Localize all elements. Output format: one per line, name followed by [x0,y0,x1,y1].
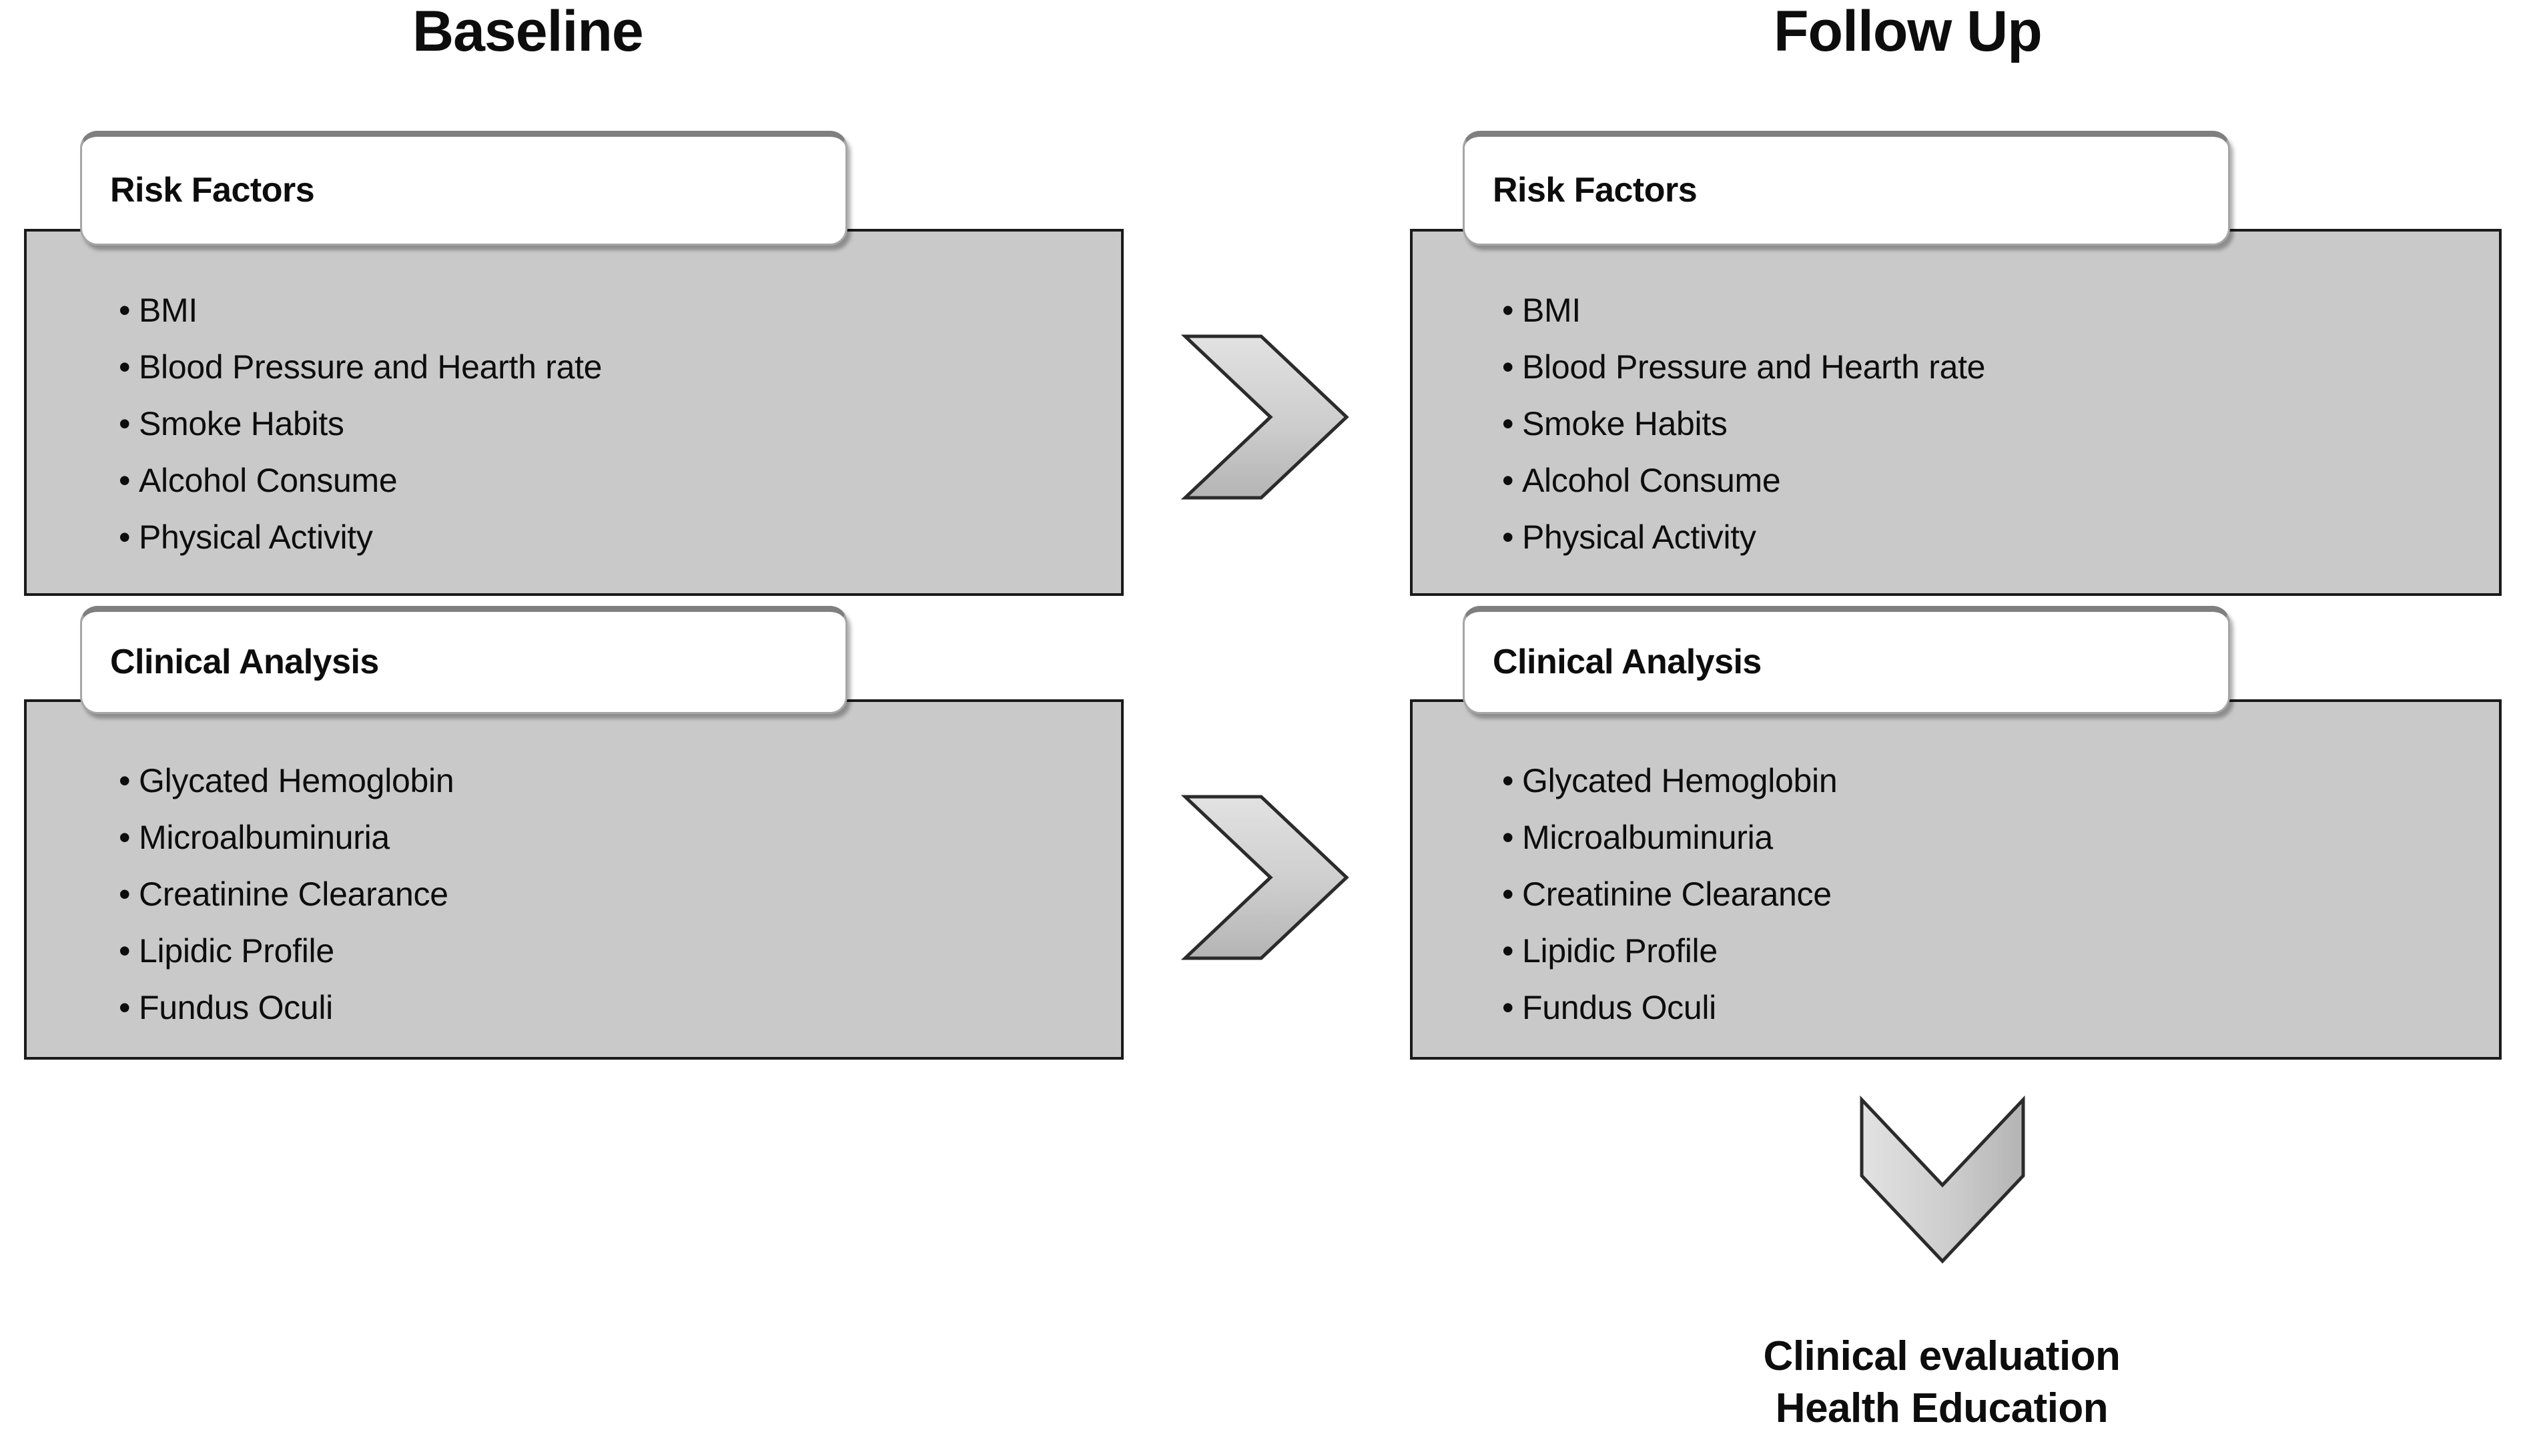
right-chevron-arrow-icon [1180,794,1349,961]
bullet-list-followup-clinical-analysis: Glycated Hemoglobin Microalbuminuria Cre… [1502,753,2436,1036]
list-item: BMI [1502,282,2436,339]
list-item: Glycated Hemoglobin [119,753,1053,809]
header-card-baseline-risk-factors: Risk Factors [80,131,847,246]
column-title-follow-up: Follow Up [1774,0,2043,63]
list-item: Blood Pressure and Hearth rate [119,339,1053,396]
list-item: Smoke Habits [119,396,1053,452]
list-item: Physical Activity [1502,509,2436,566]
list-item: Blood Pressure and Hearth rate [1502,339,2436,396]
bullet-list-baseline-risk-factors: BMI Blood Pressure and Hearth rate Smoke… [119,282,1053,566]
list-item: Lipidic Profile [1502,923,2436,980]
list-item: Physical Activity [119,509,1053,566]
list-item: Fundus Oculi [119,980,1053,1036]
column-title-baseline: Baseline [412,0,644,63]
header-card-label: Clinical Analysis [1493,643,1762,681]
list-item: Lipidic Profile [119,923,1053,980]
header-card-label: Risk Factors [110,171,315,210]
bullet-list-followup-risk-factors: BMI Blood Pressure and Hearth rate Smoke… [1502,282,2436,566]
header-card-baseline-clinical-analysis: Clinical Analysis [80,606,847,714]
outcome-line-2: Health Education [1775,1385,2109,1431]
list-item: BMI [119,282,1053,339]
outcome-line-1: Clinical evaluation [1763,1333,2121,1379]
list-item: Glycated Hemoglobin [1502,753,2436,809]
header-card-label: Clinical Analysis [110,643,379,681]
list-item: Creatinine Clearance [119,866,1053,923]
header-card-followup-risk-factors: Risk Factors [1463,131,2230,246]
right-chevron-arrow-icon [1180,334,1349,500]
list-item: Fundus Oculi [1502,980,2436,1036]
outcome-text-block: Clinical evaluation Health Education [1541,1331,2342,1435]
list-item: Smoke Habits [1502,396,2436,452]
list-item: Alcohol Consume [119,452,1053,509]
list-item: Microalbuminuria [119,809,1053,866]
down-chevron-arrow-icon [1859,1095,2026,1264]
list-item: Creatinine Clearance [1502,866,2436,923]
header-card-label: Risk Factors [1493,171,1698,210]
header-card-followup-clinical-analysis: Clinical Analysis [1463,606,2230,714]
bullet-list-baseline-clinical-analysis: Glycated Hemoglobin Microalbuminuria Cre… [119,753,1053,1036]
list-item: Microalbuminuria [1502,809,2436,866]
list-item: Alcohol Consume [1502,452,2436,509]
